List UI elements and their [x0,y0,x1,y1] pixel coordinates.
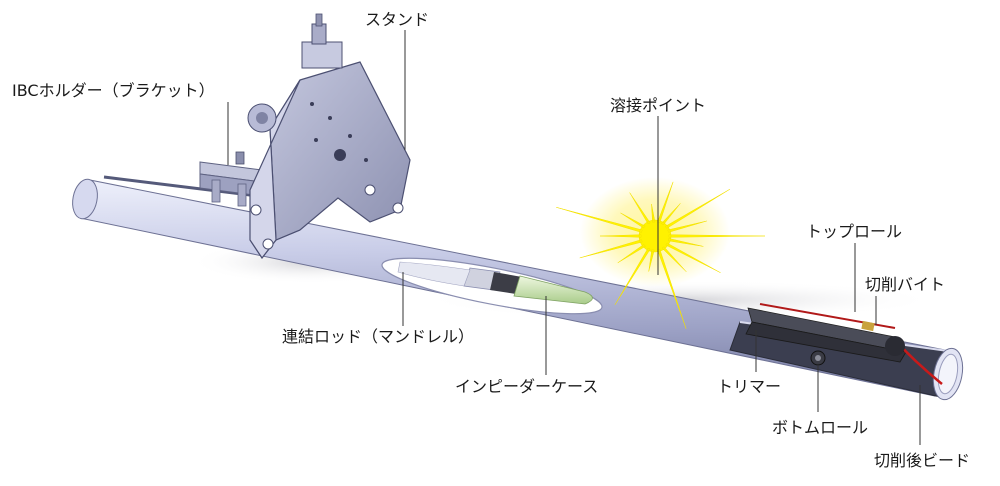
label-top-roll: トップロール [806,222,903,241]
pipe-seam [103,175,251,197]
pipe-left-end [72,178,98,220]
rod-coupling [490,272,522,294]
ibc-holder [199,151,263,207]
label-cutting-bite: 切削バイト [865,275,946,294]
trimmer-assembly [745,303,943,385]
label-trimmer: トリマー [717,377,782,396]
weld-burst-rays [556,181,766,329]
label-cut-bead: 切削後ビード [874,451,971,470]
label-mandrel: 連結ロッド（マンドレル） [282,327,475,346]
label-bottom-roll: ボトムロール [772,418,869,437]
weld-point-burst [556,177,766,329]
impeder-window [381,257,603,315]
label-ibc-holder: IBCホルダー（ブラケット） [12,81,215,100]
label-stand: スタンド [365,10,430,29]
leader-lines [227,30,921,445]
label-impeder-case: インピーダーケース [455,377,599,396]
impeder-case [513,275,593,305]
stand-top-block [301,41,343,69]
stand [247,13,411,260]
cutting-bite [861,320,875,332]
label-weld-point: 溶接ポイント [610,96,707,115]
